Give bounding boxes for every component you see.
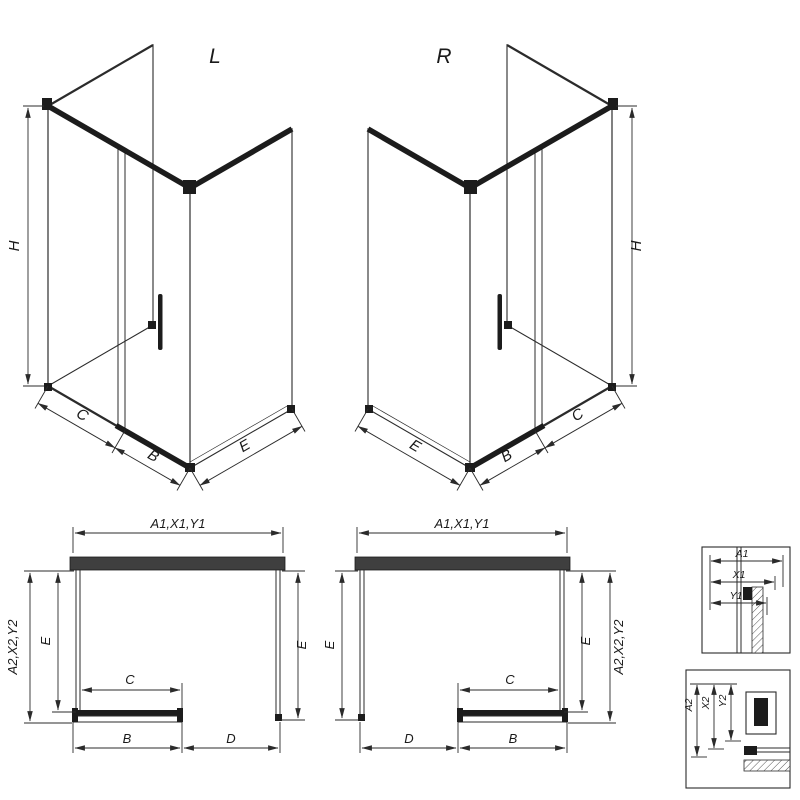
- enclosure-art-right: [355, 45, 637, 491]
- plan-right-dim-width: A1,X1,Y1: [434, 516, 490, 531]
- plan-right-dim-e-right: E: [578, 636, 593, 645]
- iso-right-title: R: [436, 45, 451, 68]
- detail-top-section: [736, 547, 764, 654]
- plan-right-dim-depth: A2,X2,Y2: [611, 619, 626, 676]
- plan-left-dim-c: C: [125, 672, 135, 687]
- detail-bottom-dim-x2: X2: [700, 696, 712, 710]
- iso-left-title: L: [209, 45, 221, 68]
- iso-view-right: R H E B C: [355, 45, 645, 491]
- detail-bottom-dim-y2: Y2: [717, 694, 729, 707]
- iso-right-dim-front: C: [569, 405, 587, 425]
- iso-left-dim-front: C: [73, 405, 91, 425]
- detail-bottom-dimensions: [690, 683, 741, 758]
- plan-left-dim-e-right: E: [294, 640, 309, 649]
- iso-right-dim-height: H: [628, 240, 645, 251]
- iso-left-dim-door: B: [145, 446, 162, 466]
- iso-right-dim-side: E: [407, 436, 425, 456]
- plan-right-dim-b: B: [509, 731, 518, 746]
- detail-view-bottom: A2 X2 Y2: [683, 669, 791, 789]
- detail-top-dim-a1: A1: [735, 548, 749, 560]
- plan-right-dim-d: D: [404, 731, 413, 746]
- enclosure-art-left: [23, 45, 305, 491]
- plan-art-right: [335, 527, 616, 753]
- iso-right-dim-door: B: [498, 446, 515, 466]
- plan-right-dim-e-left: E: [322, 640, 337, 649]
- plan-left-dim-d: D: [226, 731, 235, 746]
- plan-art-left: [24, 527, 305, 753]
- plan-view-left: A1,X1,Y1 A2,X2,Y2 E E C B D: [5, 516, 309, 753]
- plan-left-dim-e-left: E: [38, 636, 53, 645]
- detail-top-dim-y1: Y1: [730, 590, 743, 602]
- detail-bottom-section: [743, 691, 791, 772]
- plan-left-dim-width: A1,X1,Y1: [150, 516, 206, 531]
- plan-left-dim-b: B: [123, 731, 132, 746]
- iso-left-dim-height: H: [6, 240, 23, 251]
- detail-view-top: A1 X1 Y1: [701, 546, 791, 654]
- iso-view-left: L H C B E: [6, 45, 305, 491]
- plan-right-dim-c: C: [505, 672, 515, 687]
- detail-top-dim-x1: X1: [732, 569, 746, 581]
- iso-left-dim-side: E: [236, 436, 254, 456]
- detail-top-dimensions: [709, 555, 784, 615]
- detail-bottom-dim-a2: A2: [683, 698, 695, 712]
- plan-left-dim-depth: A2,X2,Y2: [5, 619, 20, 676]
- plan-view-right: A1,X1,Y1 A2,X2,Y2 E E C D B: [322, 516, 626, 753]
